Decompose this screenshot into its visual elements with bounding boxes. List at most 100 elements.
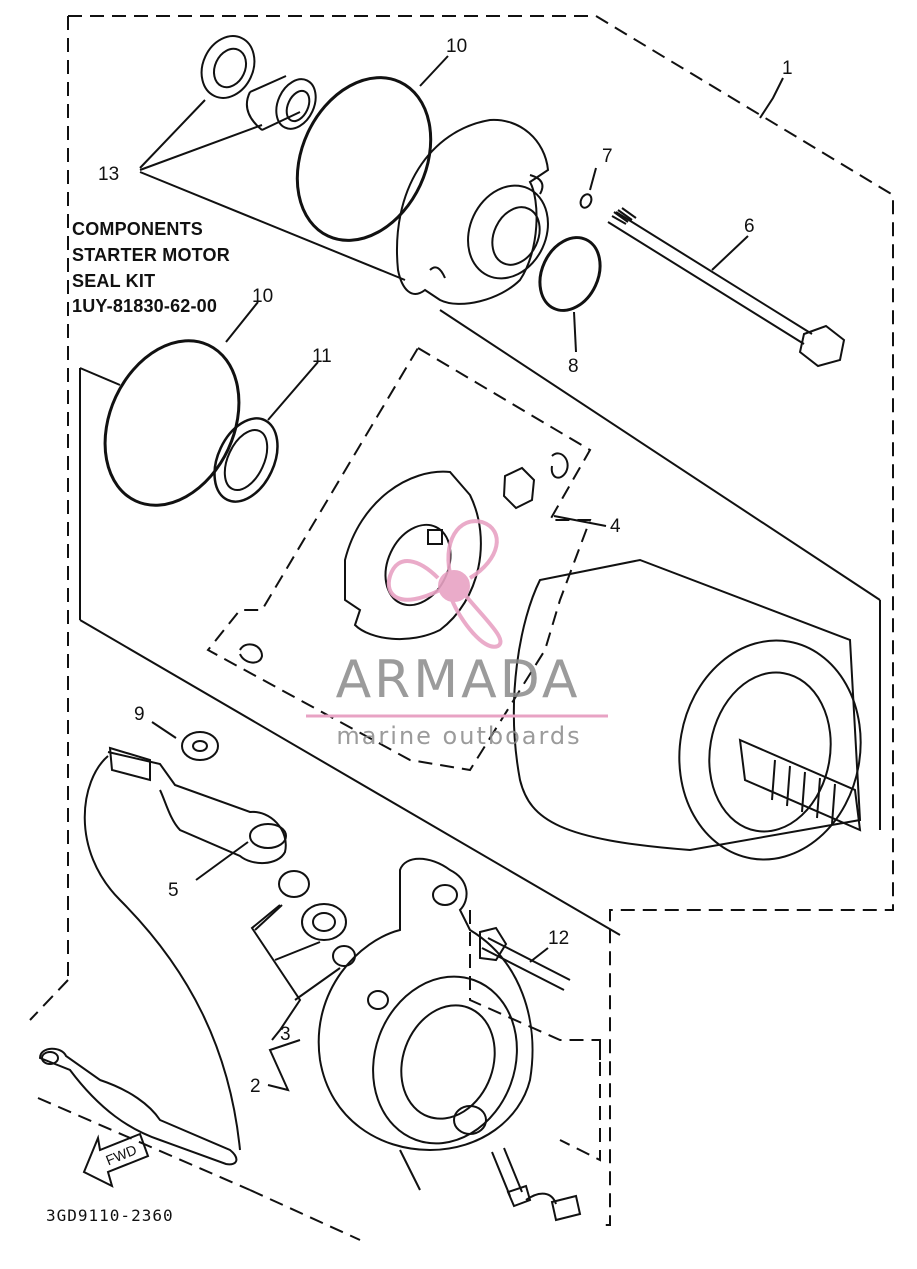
bushing-washer [278, 870, 310, 898]
leader-10-top [419, 55, 449, 87]
assembly-boundary-bottom-left [29, 979, 69, 1021]
assembly-boundary [68, 15, 894, 1226]
front-end-cover-bore [491, 206, 541, 266]
callout-11: 11 [312, 346, 332, 367]
yoke-end-face [678, 639, 862, 861]
leader-7 [589, 167, 597, 191]
through-bolt-head [798, 324, 846, 368]
leader-13b [139, 124, 263, 171]
o-ring-small [332, 945, 356, 967]
front-end-cover [396, 118, 550, 305]
bolt-12-head [479, 926, 508, 962]
yoke-top-edge [439, 309, 881, 601]
front-end-cover-boss [467, 184, 549, 280]
leader-5 [195, 841, 249, 881]
rear-leader-bottom [399, 1149, 421, 1191]
nut-9 [181, 731, 219, 761]
leader-4 [553, 515, 607, 527]
leader-2 [267, 1039, 301, 1092]
needle-bearing [246, 75, 301, 131]
kit-label-line1: COMPONENTS [72, 219, 204, 239]
watermark-hub [438, 570, 470, 602]
leader-13a [139, 99, 206, 169]
terminal-hole [367, 990, 389, 1010]
brush-plate-tab [427, 529, 443, 545]
callout-10-left: 10 [252, 286, 273, 307]
watermark-brand: ARMADA [335, 650, 581, 710]
seal-ring [200, 35, 256, 99]
yoke-end-inner [708, 671, 832, 833]
callout-3: 3 [280, 1024, 291, 1045]
rear-group-boundary [559, 1040, 601, 1162]
yoke-frame-left [79, 367, 121, 386]
insulator-washer-inner [312, 912, 336, 932]
drawing-code: 3GD9110-2360 [46, 1206, 174, 1225]
front-end-cover-notch-top [529, 174, 544, 195]
lead-wire-cable [83, 755, 241, 1151]
callout-9: 9 [134, 704, 145, 725]
washer-11 [213, 417, 279, 503]
armature-shaft [738, 738, 862, 832]
negative-lead-terminal [41, 1051, 59, 1065]
callout-7: 7 [602, 146, 613, 167]
o-ring-8 [538, 236, 602, 312]
o-ring-10-left [103, 339, 241, 507]
brush-group-boundary [206, 347, 592, 772]
watermark-blade-right [450, 594, 503, 649]
needle-bearing-bore [285, 89, 311, 123]
kit-label-line3: SEAL KIT [72, 271, 156, 291]
carbon-brush [502, 466, 536, 510]
kit-label-line2: STARTER MOTOR [72, 245, 230, 265]
mount-hole [432, 884, 458, 906]
callout-12: 12 [548, 928, 569, 949]
terminal-bolt [491, 1147, 523, 1197]
yoke-body [512, 558, 862, 852]
leader-8 [573, 311, 577, 353]
leader-6 [711, 235, 749, 271]
armature-splines [771, 759, 836, 825]
watermark-blade-left [386, 559, 441, 602]
callout-4: 4 [610, 516, 621, 537]
callout-8: 8 [568, 356, 579, 377]
rear-end-cover-face [372, 975, 518, 1145]
leader-3-fan-c [294, 967, 341, 1001]
leader-12 [529, 947, 549, 963]
terminal-bolt-head [506, 1184, 532, 1208]
watermark-tagline: marine outboards [336, 722, 582, 750]
washer-11-inner [223, 429, 269, 491]
o-ring-10-top [295, 76, 433, 242]
watermark-logo [386, 519, 503, 649]
lead-wire-boot [108, 746, 151, 782]
through-bolt-thread [611, 207, 637, 225]
leader-9 [151, 721, 177, 739]
leader-11 [267, 361, 319, 421]
o-ring-7 [579, 193, 593, 209]
insulator-washer [301, 903, 347, 941]
leader-3-fan-a [254, 904, 283, 931]
brush-spring-top [550, 452, 569, 479]
rear-end-cover-bushing [453, 1105, 487, 1135]
lead-wire-terminal [249, 823, 287, 849]
watermark-blade-top [446, 519, 499, 583]
yoke-frame-bottom [79, 619, 621, 936]
leader-13c [139, 171, 406, 281]
leader-3 [250, 904, 302, 1041]
needle-bearing-end [275, 78, 317, 130]
rear-end-cover [317, 857, 534, 1152]
callout-13: 13 [98, 164, 119, 185]
rear-end-cover-inner [400, 1004, 496, 1120]
leader-3-fan-b [274, 941, 321, 961]
terminal-brush [550, 1194, 582, 1222]
bolt-12 [481, 937, 571, 991]
seal-ring-inner [212, 47, 248, 89]
callout-1: 1 [782, 58, 793, 79]
negative-lead [38, 1047, 238, 1166]
bolt-12-group-boundary [469, 910, 601, 1060]
callout-10-top: 10 [446, 36, 467, 57]
fwd-arrow-outline [82, 1132, 150, 1188]
through-bolt [607, 211, 813, 345]
nut-9-hole [192, 740, 208, 752]
leader-1 [759, 77, 784, 119]
